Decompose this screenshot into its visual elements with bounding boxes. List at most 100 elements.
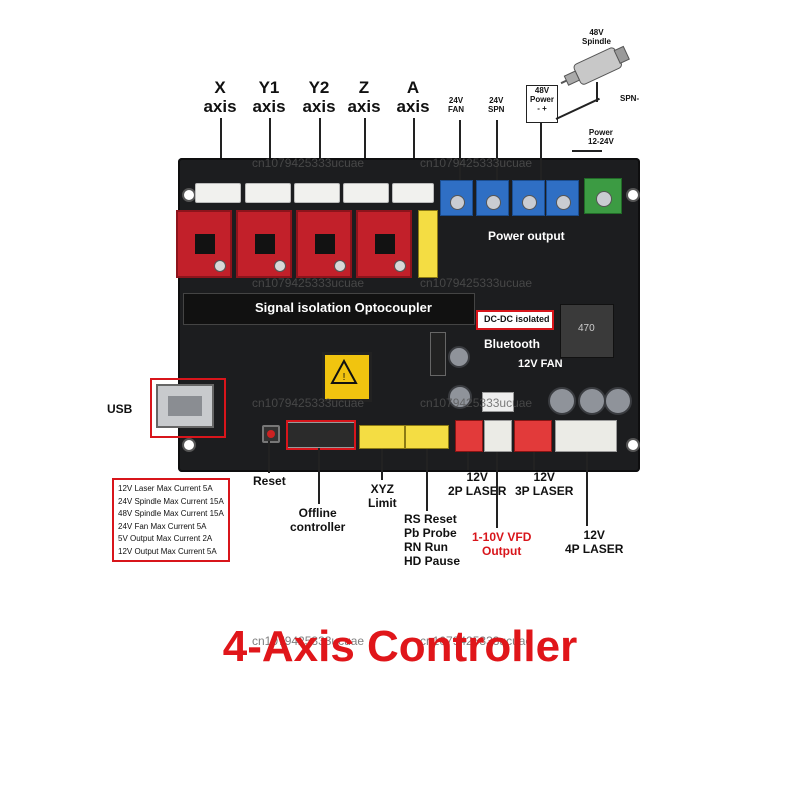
dcdc-label: DC-DC isolated [484,314,550,324]
leader-fan [459,120,461,180]
signal-header [405,425,449,449]
stepper-driver-x [176,210,232,278]
current-note: 5V Output Max Current 2A [118,534,213,543]
laser-3p-connector [514,420,552,452]
spindle-wire [596,82,598,102]
offline-box [286,420,356,450]
axis-label-z: Z axis [334,78,394,116]
leader-xyz [381,449,383,480]
axis-word: axis [203,97,237,116]
y2-axis-connector [294,183,340,203]
terminal-power-12-24v [584,178,622,214]
axis-word: axis [347,97,381,116]
axis-name: Z [358,78,370,97]
offline-controller-header [287,422,355,448]
a-axis-connector [392,183,434,203]
reset-button[interactable] [262,425,280,443]
leader-2p [467,452,469,470]
watermark: cn1079425333ucuae [252,634,365,648]
mount-hole [182,438,196,452]
watermark: cn1079425333ucuae [252,396,365,410]
inductor [560,304,614,358]
power-output-label: Power output [488,229,565,243]
leader-vfd [496,452,498,528]
leader-3p [533,452,535,470]
axis-leader-a [413,118,415,166]
watermark: cn1079425333ucuae [420,156,533,170]
axis-name: A [406,78,420,97]
axis-name: Y1 [258,78,280,97]
leader-spn [496,120,498,180]
terminal-48v-power-neg [512,180,545,216]
power-48v-polarity: - + [537,104,547,113]
axis-leader-y1 [269,118,271,166]
bluetooth-label: Bluetooth [484,337,540,351]
current-notes-box: 12V Laser Max Current 5A 24V Spindle Max… [112,478,230,562]
mount-hole [626,438,640,452]
signal-pause: HD Pause [404,554,461,568]
mount-hole [182,188,196,202]
terminal-24v-spn [476,180,509,216]
esd-warning-icon: ! [330,358,358,384]
laser-4p-connector [555,420,617,452]
fan-12v-label: 12V FAN [518,358,563,370]
spindle-motor-icon [560,45,630,86]
signal-reset: RS Reset [404,512,457,526]
stepper-driver-y1 [236,210,292,278]
leader-48v [540,122,542,180]
usb-port[interactable] [156,384,214,428]
page-title: 4-Axis Controller [222,622,578,671]
watermark: cn1079425333ucuae [420,634,533,648]
capacitor [448,385,472,409]
axis-word: axis [396,97,430,116]
terminal-48v-power-pos [546,180,579,216]
leader-offline [318,448,320,504]
z-axis-pin-header [418,210,438,278]
capacitor [604,387,632,415]
capacitor [448,346,470,368]
current-note: 24V Spindle Max Current 15A [118,496,224,506]
axis-label-y2: Y2 axis [289,78,349,116]
axis-label-a: A axis [383,78,443,116]
watermark: cn1079425333ucuae [252,276,365,290]
svg-text:!: ! [343,372,346,383]
watermark: cn1079425333ucuae [420,396,533,410]
axis-name: X [214,78,226,97]
current-note: 12V Laser Max Current 5A [118,484,213,493]
label-spn-minus: SPN- [620,94,640,103]
laser-2p-connector [455,420,483,452]
power-48v-voltage: 48V [534,86,550,95]
current-note: 48V Spindle Max Current 15A [118,509,224,518]
optocoupler-strip [183,293,475,325]
reset-label: Reset [253,474,286,488]
axis-label-y1: Y1 axis [239,78,299,116]
signal-run: RN Run [404,540,448,554]
signal-probe: Pb Probe [404,526,457,540]
axis-name: Y2 [308,78,330,97]
usb-box [150,378,226,438]
leader-power [572,150,602,152]
bluetooth-header [430,332,446,376]
signal-isolation-label: Signal isolation Optocoupler [255,300,432,315]
mount-hole [626,188,640,202]
x-axis-connector [195,183,241,203]
signals-list: RS Reset Pb Probe RN Run HD Pause [404,512,460,568]
spn-leader [555,97,600,120]
watermark: cn1079425333ucuae [420,276,533,290]
stepper-driver-a [356,210,412,278]
capacitor [578,387,606,415]
leader-signals [426,449,428,511]
mcu-chip [322,352,372,402]
watermark: cn1079425333ucuae [252,156,365,170]
current-note: 12V Output Max Current 5A [118,546,217,556]
inductor-text: 470 [578,323,595,334]
